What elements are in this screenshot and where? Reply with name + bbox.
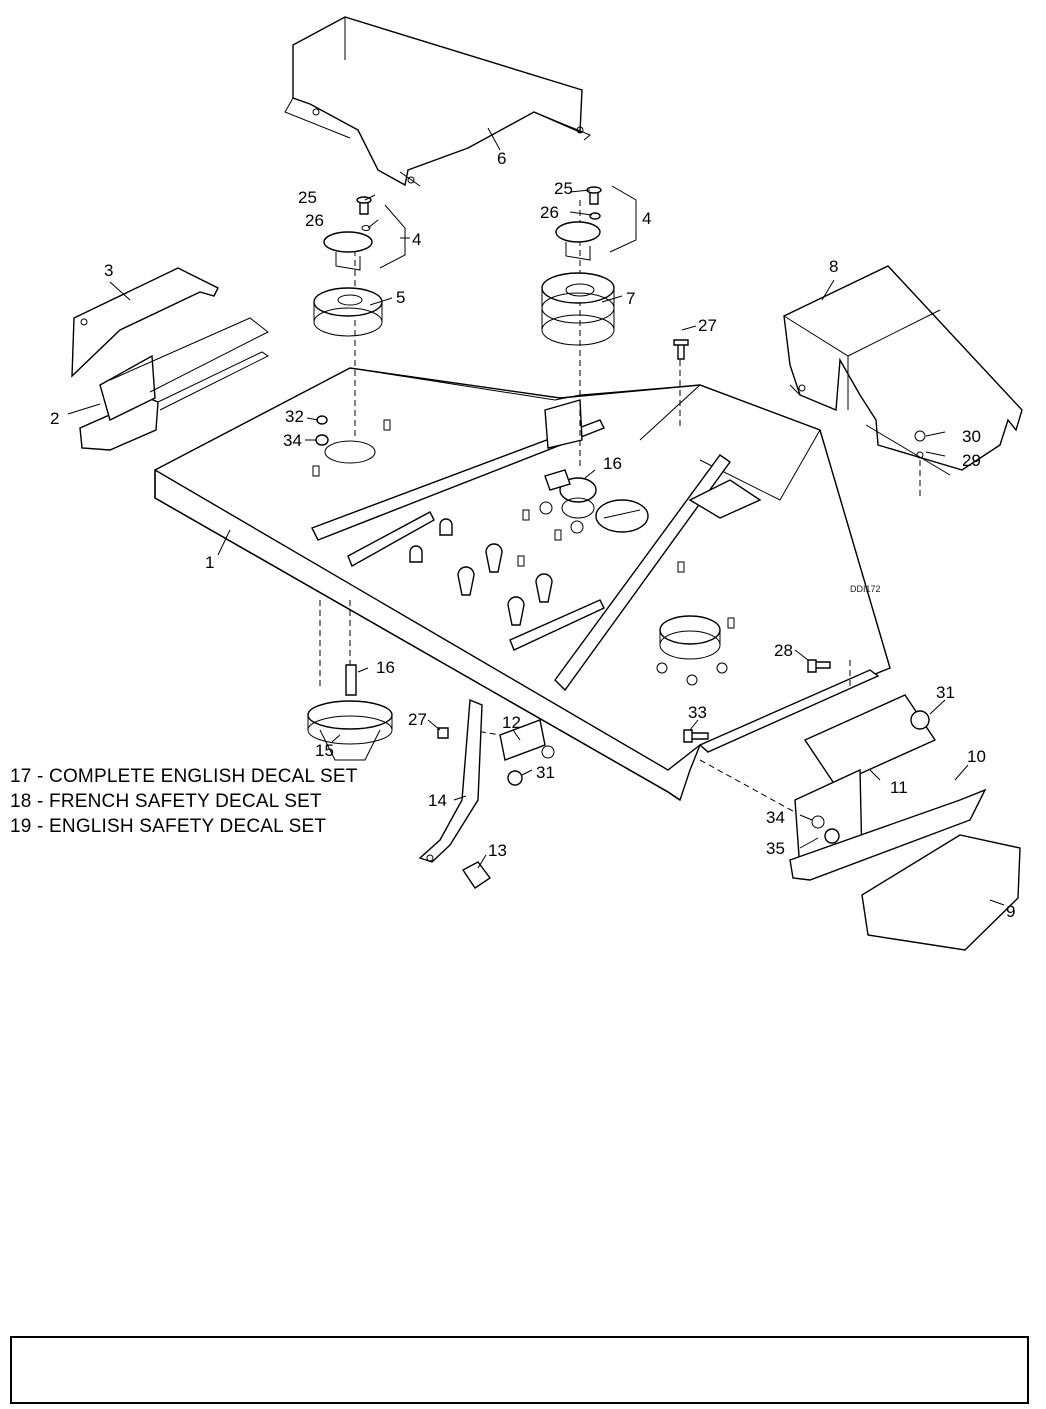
callout-27-top: 27 [698,316,717,335]
callout-5: 5 [396,288,405,307]
callout-4-right: 4 [642,209,651,228]
right-shield-part-8 [783,265,1023,500]
callout-16-top: 16 [603,454,622,473]
callout-11: 11 [890,778,908,797]
callout-6: 6 [497,149,506,168]
left-plate-part-3 [71,267,219,378]
callout-15: 15 [315,741,334,760]
callout-2: 2 [50,409,59,428]
callout-12: 12 [502,713,521,732]
callout-10: 10 [967,747,986,766]
callout-7: 7 [626,289,635,308]
callout-27-bottom: 27 [408,710,427,729]
spindle-part-15 [307,664,393,761]
belt-shield-part-6 [284,16,591,187]
callout-31-right: 31 [936,683,955,702]
exploded-parts-diagram: 6 25 26 4 5 25 26 4 7 27 8 30 29 3 2 32 … [50,16,1023,951]
legend-item: 18 - FRENCH SAFETY DECAL SET [10,791,322,812]
callout-26-left: 26 [305,211,324,230]
callout-35: 35 [766,839,785,858]
callout-8: 8 [829,257,838,276]
callout-30: 30 [962,427,981,446]
callout-13: 13 [488,841,507,860]
callout-34-bottom: 34 [766,808,785,827]
drawing-code: DDI172 [850,584,881,594]
callout-32: 32 [285,407,304,426]
callout-34-top: 34 [283,431,302,450]
callout-16-bottom: 16 [376,658,395,677]
callout-4-left: 4 [412,230,421,249]
callout-leaders [67,127,1005,906]
callout-1: 1 [205,553,214,572]
callout-25-left: 25 [298,188,317,207]
callout-33: 33 [688,703,707,722]
left-skid-part-2 [79,317,269,451]
mower-deck-part-1 [154,367,891,802]
callout-14: 14 [428,791,447,810]
right-spindle [656,615,728,686]
callout-3: 3 [104,261,113,280]
bolt-27-top [673,339,689,360]
decal-set-legend: 17 - COMPLETE ENGLISH DECAL SET 18 - FRE… [10,764,358,839]
legend-item: 17 - COMPLETE ENGLISH DECAL SET [10,766,358,787]
callout-28: 28 [774,641,793,660]
callout-9: 9 [1006,902,1015,921]
right-skid-assembly [683,659,1021,951]
callout-26-right: 26 [540,203,559,222]
legend-item: 19 - ENGLISH SAFETY DECAL SET [10,816,327,837]
callout-25-right: 25 [554,179,573,198]
callout-31-bottom: 31 [536,763,555,782]
callout-labels: 6 25 26 4 5 25 26 4 7 27 8 30 29 3 2 32 … [50,149,1015,921]
right-pulley-stack [541,186,615,346]
bracket-part-14 [418,698,555,889]
footer-box [10,1336,1029,1404]
callout-29: 29 [962,451,981,470]
